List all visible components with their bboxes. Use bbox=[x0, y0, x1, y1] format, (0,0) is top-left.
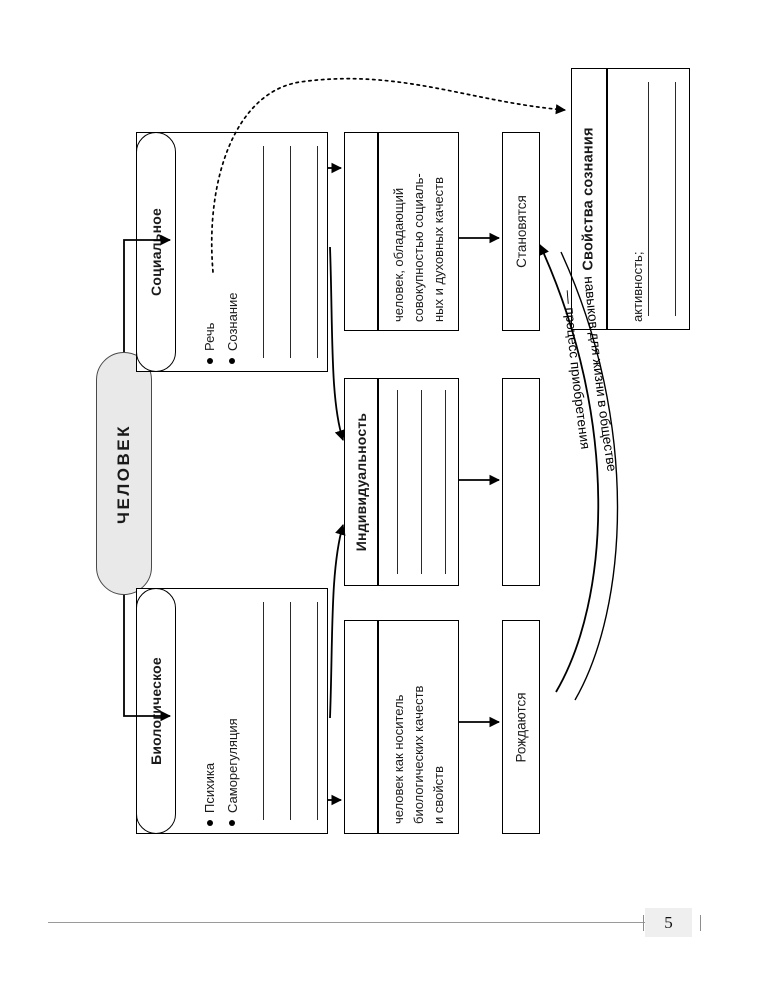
definition-individual-text: человек как носитель биологических качес… bbox=[391, 685, 447, 824]
definition-personality-divider bbox=[377, 132, 379, 331]
list-item: Речь bbox=[199, 292, 222, 364]
branch-biological-header: Биологическое bbox=[136, 588, 176, 834]
definition-individual-box bbox=[344, 620, 459, 834]
branch-social-header: Социальное bbox=[136, 132, 176, 372]
blank-write-line[interactable] bbox=[648, 82, 650, 316]
verb-born-label-wrap: Рождаются bbox=[503, 621, 539, 833]
blank-write-line[interactable] bbox=[290, 602, 292, 820]
blank-write-line[interactable] bbox=[445, 390, 447, 574]
branch-biological-bullets: Психика Саморегуляция bbox=[199, 718, 245, 826]
blank-write-line[interactable] bbox=[290, 146, 292, 358]
blank-write-line[interactable] bbox=[263, 602, 265, 820]
blank-write-line[interactable] bbox=[397, 390, 399, 574]
branch-social-label: Социальное bbox=[148, 208, 164, 296]
bullet-dot-icon bbox=[206, 820, 213, 826]
branch-social-label-wrap: Социальное bbox=[137, 133, 175, 371]
blank-write-line[interactable] bbox=[675, 82, 677, 316]
blank-write-line[interactable] bbox=[317, 146, 319, 358]
bullet-dot-icon bbox=[206, 358, 213, 364]
result-box-item: активность; bbox=[630, 251, 645, 322]
connector-biological-to-individuality bbox=[329, 523, 346, 719]
verb-become-label: Становятся bbox=[513, 195, 529, 268]
definition-individuality-header-wrap: Индивидуальность bbox=[344, 378, 378, 586]
definition-individuality-header: Индивидуальность bbox=[353, 412, 370, 552]
result-box-divider bbox=[606, 68, 608, 330]
blank-write-line[interactable] bbox=[263, 146, 265, 358]
footer-rule bbox=[48, 922, 645, 923]
page-number-chip bbox=[645, 908, 692, 937]
list-item: Психика bbox=[199, 718, 222, 826]
connector-social-to-individuality bbox=[329, 246, 346, 442]
bullet-dot-icon bbox=[229, 820, 236, 826]
definition-personality-text: человек, обладающий совокупностью социал… bbox=[391, 173, 447, 322]
central-node-chelovek: ЧЕЛОВЕК bbox=[96, 352, 152, 595]
list-item: Сознание bbox=[222, 292, 245, 364]
page-chip-tick-left bbox=[643, 915, 644, 931]
definition-individual-divider bbox=[377, 620, 379, 834]
definition-individuality-box bbox=[344, 378, 459, 586]
verb-born-box: Рождаются bbox=[502, 620, 540, 834]
central-node-label: ЧЕЛОВЕК bbox=[114, 423, 133, 524]
page-number: 5 bbox=[664, 912, 673, 932]
result-box-header-wrap: Свойства сознания bbox=[571, 68, 607, 330]
result-box-header: Свойства сознания bbox=[581, 127, 597, 271]
blank-write-line[interactable] bbox=[317, 602, 319, 820]
central-node-label-wrap: ЧЕЛОВЕК bbox=[97, 353, 151, 594]
list-item: Саморегуляция bbox=[222, 718, 245, 826]
page-chip-tick-right bbox=[700, 915, 701, 931]
verb-become-box: Становятся bbox=[502, 132, 540, 331]
verb-become-label-wrap: Становятся bbox=[503, 133, 539, 330]
branch-biological-label-wrap: Биологическое bbox=[137, 589, 175, 833]
blank-write-line[interactable] bbox=[421, 390, 423, 574]
bullet-dot-icon bbox=[229, 358, 236, 364]
verb-middle-empty-label-wrap bbox=[503, 379, 539, 585]
branch-biological-label: Биологическое bbox=[148, 657, 165, 765]
verb-born-label: Рождаются bbox=[513, 691, 529, 763]
definition-individuality-divider bbox=[377, 378, 379, 586]
branch-social-bullets: Речь Сознание bbox=[199, 292, 245, 364]
verb-middle-empty-box bbox=[502, 378, 540, 586]
